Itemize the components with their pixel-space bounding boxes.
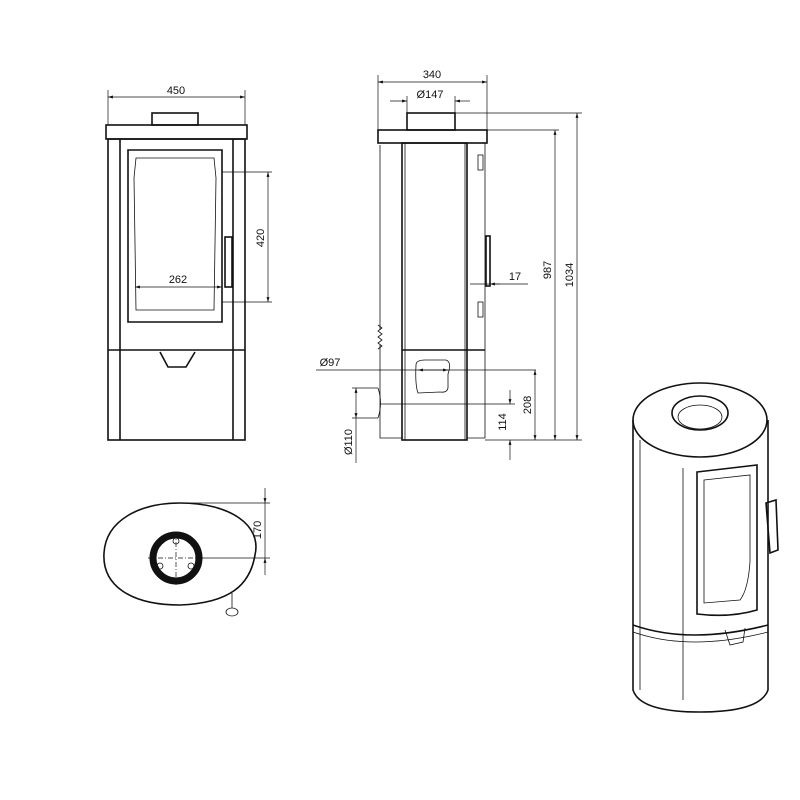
dim-width: 450 xyxy=(167,85,185,97)
dim-rear-outlet-diameter: Ø110 xyxy=(343,429,355,455)
dim-height-987: 987 xyxy=(542,261,554,279)
dim-glass-width: 262 xyxy=(169,274,187,286)
front-view: 450 420 262 xyxy=(105,85,272,441)
dim-height-1034: 1034 xyxy=(564,263,576,287)
dim-depth: 340 xyxy=(423,69,441,81)
dim-air-diameter: Ø97 xyxy=(320,357,341,369)
dim-rear-outlet-height: 114 xyxy=(497,413,509,431)
side-view: 340 Ø147 987 1034 17 Ø97 208 114 Ø110 xyxy=(316,69,582,463)
top-view: 170 xyxy=(103,488,270,617)
dim-handle-offset: 17 xyxy=(509,271,521,283)
dim-flue-diameter: Ø147 xyxy=(417,89,444,101)
isometric-view xyxy=(632,382,779,713)
dim-flue-offset: 170 xyxy=(252,521,264,539)
dim-air-height: 208 xyxy=(522,396,534,414)
dim-glass-height: 420 xyxy=(255,229,267,247)
